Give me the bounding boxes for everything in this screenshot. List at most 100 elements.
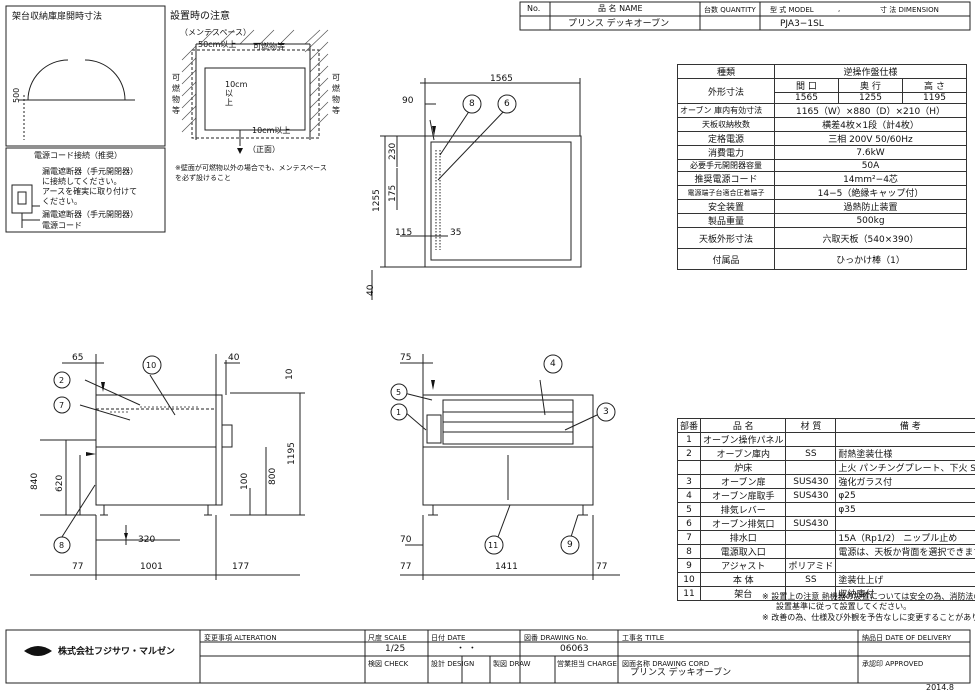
parts-cell: 4 bbox=[678, 489, 701, 503]
dim-f-40: 40 bbox=[228, 353, 239, 363]
header-model-value: PJA3−1SL bbox=[780, 19, 824, 29]
parts-cell: 3 bbox=[678, 475, 701, 489]
spec-kind-value: 逆操作盤仕様 bbox=[775, 65, 967, 79]
header-dot: , bbox=[838, 4, 840, 14]
spec-terminal-value: 14−5（絶縁キャップ付） bbox=[775, 186, 967, 200]
spec-cord-value: 14mm²−4芯 bbox=[775, 172, 967, 186]
callout-11: 11 bbox=[488, 541, 498, 551]
spec-w: 1565 bbox=[775, 93, 839, 104]
dim-top-1565: 1565 bbox=[490, 74, 513, 84]
parts-cell: φ25 bbox=[836, 489, 975, 503]
spec-switch-value: 50A bbox=[775, 160, 967, 172]
combustible-left-label: 可燃物等 bbox=[172, 72, 182, 116]
dim-s-70: 70 bbox=[400, 535, 411, 545]
dim-top-35: 35 bbox=[450, 228, 461, 238]
tb-cord: プリンス デッキオーブン bbox=[630, 668, 731, 678]
tb-charge-label: 営業担当 CHARGE bbox=[557, 659, 617, 669]
parts-header-1: 品 名 bbox=[701, 419, 786, 433]
dim-f-10: 10 bbox=[285, 369, 295, 380]
spec-d: 1255 bbox=[838, 93, 902, 104]
parts-cell: SUS430 bbox=[786, 475, 836, 489]
spec-plate-label: 天板外形寸法 bbox=[678, 228, 775, 249]
tb-date-label: 日付 DATE bbox=[431, 633, 465, 643]
parts-cell: 電源取入口 bbox=[701, 545, 786, 559]
parts-cell: 排気レバー bbox=[701, 503, 786, 517]
parts-cell: 本 体 bbox=[701, 573, 786, 587]
parts-header-0: 部番 bbox=[678, 419, 701, 433]
spec-tray-value: 横差4枚×1段（計4枚） bbox=[775, 118, 967, 132]
power-cord-title: 電源コード接続（推奨） bbox=[34, 151, 122, 161]
dim-top-90: 90 bbox=[402, 96, 413, 106]
parts-cell bbox=[786, 433, 836, 447]
tb-scale-label: 尺度 SCALE bbox=[368, 633, 407, 643]
dim-top-230: 230 bbox=[388, 143, 398, 160]
tb-drawing-no-label: 図番 DRAWING No. bbox=[524, 633, 588, 643]
tb-draw-label: 製図 DRAW bbox=[493, 659, 531, 669]
dim-f-77: 77 bbox=[72, 562, 83, 572]
tb-alteration-label: 変更事項 ALTERATION bbox=[204, 633, 277, 643]
dim-50cm: 50cm以上 bbox=[198, 40, 236, 50]
company-logo: 株式会社フジサワ・マルゼン bbox=[58, 647, 175, 657]
parts-cell bbox=[786, 545, 836, 559]
parts-header-row: 部番品 名材 質備 考 bbox=[678, 419, 975, 433]
spec-outer-label: 外形寸法 bbox=[678, 79, 775, 104]
parts-header-3: 備 考 bbox=[836, 419, 975, 433]
parts-cell: 強化ガラス付 bbox=[836, 475, 975, 489]
callout-7: 7 bbox=[59, 401, 64, 411]
parts-cell: 8 bbox=[678, 545, 701, 559]
dim-f-177: 177 bbox=[232, 562, 249, 572]
power-cord-text: 漏電遮断器（手元開閉器） に接続してください。 アースを確実に取り付けて くださ… bbox=[42, 167, 138, 207]
spec-acc-value: ひっかけ棒（1） bbox=[775, 249, 967, 270]
callout-1: 1 bbox=[396, 408, 401, 418]
parts-cell: 5 bbox=[678, 503, 701, 517]
parts-cell: 排水口 bbox=[701, 531, 786, 545]
header-qty-label: 台数 QUANTITY bbox=[704, 5, 756, 15]
footnote-3: ※ 改善の為、仕様及び外観を予告なしに変更することがあります。 bbox=[762, 613, 975, 623]
dim-top-40: 40 bbox=[366, 285, 376, 296]
parts-cell bbox=[786, 461, 836, 475]
parts-cell: SS bbox=[786, 573, 836, 587]
parts-cell: 7 bbox=[678, 531, 701, 545]
install-note: ※壁面が可燃物以外の場合でも、メンテスペース を必ず設けること bbox=[175, 163, 327, 183]
breaker-label: 漏電遮断器（手元開閉器） bbox=[42, 210, 138, 220]
dim-s-75: 75 bbox=[400, 353, 411, 363]
spec-weight-value: 500kg bbox=[775, 214, 967, 228]
parts-cell: オーブン扉取手 bbox=[701, 489, 786, 503]
parts-cell: オーブン扉 bbox=[701, 475, 786, 489]
spec-h-label: 高 さ bbox=[902, 79, 966, 93]
parts-cell: オーブン排気口 bbox=[701, 517, 786, 531]
dim-f-800: 800 bbox=[268, 468, 278, 485]
door-open-title: 架台収納庫扉開時寸法 bbox=[12, 12, 102, 22]
dim-f-840: 840 bbox=[30, 473, 40, 490]
parts-cell bbox=[836, 517, 975, 531]
callout-3: 3 bbox=[603, 407, 609, 417]
dim-s-1411: 1411 bbox=[495, 562, 518, 572]
parts-cell bbox=[786, 503, 836, 517]
dim-f-1001: 1001 bbox=[140, 562, 163, 572]
parts-cell bbox=[836, 433, 975, 447]
spec-terminal-label: 電源端子台適合圧着端子 bbox=[678, 186, 775, 200]
parts-cell bbox=[678, 461, 701, 475]
tb-check-label: 検図 CHECK bbox=[368, 659, 408, 669]
parts-cell: 炉床 bbox=[701, 461, 786, 475]
dim-f-1195: 1195 bbox=[287, 442, 297, 465]
tb-date: ・ ・ bbox=[456, 644, 477, 654]
spec-kind-label: 種類 bbox=[678, 65, 775, 79]
dim-10cm-horizontal: 10cm以上 bbox=[252, 126, 290, 136]
spec-weight-label: 製品重量 bbox=[678, 214, 775, 228]
dim-f-100: 100 bbox=[240, 473, 250, 490]
parts-cell: 1 bbox=[678, 433, 701, 447]
header-product-name: プリンス デッキオーブン bbox=[568, 19, 669, 29]
spec-consumption-value: 7.6kW bbox=[775, 146, 967, 160]
header-dim-label: 寸 法 DIMENSION bbox=[880, 5, 939, 15]
spec-inner-value: 1165（W）×880（D）×210（H） bbox=[775, 104, 967, 118]
spec-inner-label: オーブン 庫内有効寸法 bbox=[678, 104, 775, 118]
dim-top-175: 175 bbox=[388, 185, 398, 202]
